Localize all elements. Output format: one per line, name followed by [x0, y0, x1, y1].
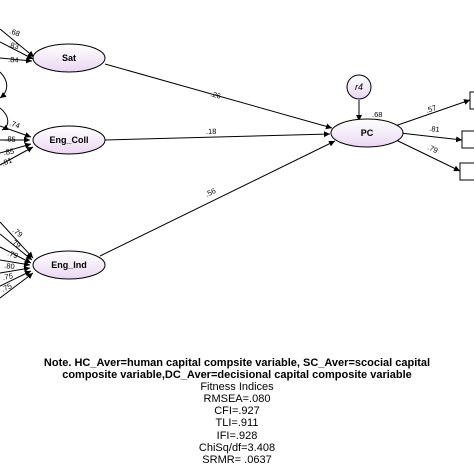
node-r4-label: r4 [355, 82, 363, 92]
path-coll-to-pc-label: .18 [206, 127, 217, 136]
path-pc-to-out1-label: .57 [425, 103, 438, 115]
eng-ind-loading-6: .75 [0, 281, 13, 294]
path-pc-to-out3-label: .79 [426, 143, 439, 156]
fitness-index-tli: TLI=.911 [215, 417, 259, 430]
outcome-box-2 [461, 130, 474, 149]
fitness-index-chisq: ChiSq/df=3.408 [198, 441, 276, 454]
note-line-1: Note. HC_Aver=human capital compsite var… [43, 357, 431, 369]
eng-ind-loading-4: .80 [4, 261, 15, 271]
path-coll-to-pc [104, 131, 331, 141]
eng-coll-loading-lines [0, 107, 34, 166]
note-line-2: composite variable,DC_Aver=decisional ca… [62, 369, 412, 382]
path-pc-to-out1 [394, 99, 471, 127]
node-pc: PC [330, 118, 404, 148]
sat-loading-lines [0, 28, 35, 99]
fitness-index-rmsea: RMSEA=.080 [203, 393, 271, 406]
node-r4: r4 [346, 74, 372, 100]
outcome-box-1 [469, 91, 474, 110]
pc-r2-label: .68 [372, 110, 382, 119]
sat-loading-3: .84 [8, 55, 19, 65]
fitness-indices-title: Fitness Indices [200, 381, 274, 394]
node-sat: Sat [32, 43, 106, 73]
node-eng-coll: Eng_Coll [32, 125, 106, 155]
fitness-index-ifi: IFI=.928 [216, 429, 258, 442]
sem-path-diagram: .68 .83 .84 .74 .85 .85 .81 .79 .79 .79 … [0, 26, 474, 299]
node-eng-ind: Eng_Ind [32, 250, 106, 280]
eng-coll-loading-3: .85 [3, 147, 15, 157]
eng-coll-loading-4: .81 [0, 156, 13, 168]
path-pc-to-out2 [399, 132, 463, 143]
eng-coll-loading-2: .85 [5, 134, 16, 144]
sat-loading-1: .68 [8, 26, 21, 38]
fitness-index-cfi: CFI=.927 [214, 405, 260, 418]
node-pc-label: PC [361, 128, 374, 138]
node-eng-coll-label: Eng_Coll [49, 135, 88, 145]
eng-ind-loading-lines [0, 221, 34, 299]
path-pc-to-out3 [395, 139, 461, 172]
eng-ind-loading-3: .79 [6, 248, 19, 260]
path-ind-to-pc-label: .56 [204, 186, 217, 199]
path-ind-to-pc [99, 140, 336, 257]
node-eng-ind-label: Eng_Ind [51, 260, 87, 270]
path-pc-to-out2-label: .81 [429, 124, 440, 134]
fitness-index-srmr: SRMR= .0637 [202, 453, 272, 466]
path-sat-to-pc [104, 63, 333, 130]
sat-loading-2: .83 [8, 40, 20, 51]
outcome-box-3 [459, 162, 474, 181]
node-sat-label: Sat [62, 53, 76, 63]
eng-ind-loading-5: .75 [2, 271, 14, 282]
path-sat-to-pc-label: .26 [209, 89, 221, 100]
diagram-notes: Note. HC_Aver=human capital compsite var… [0, 357, 474, 466]
eng-coll-loading-1: .74 [8, 118, 21, 130]
